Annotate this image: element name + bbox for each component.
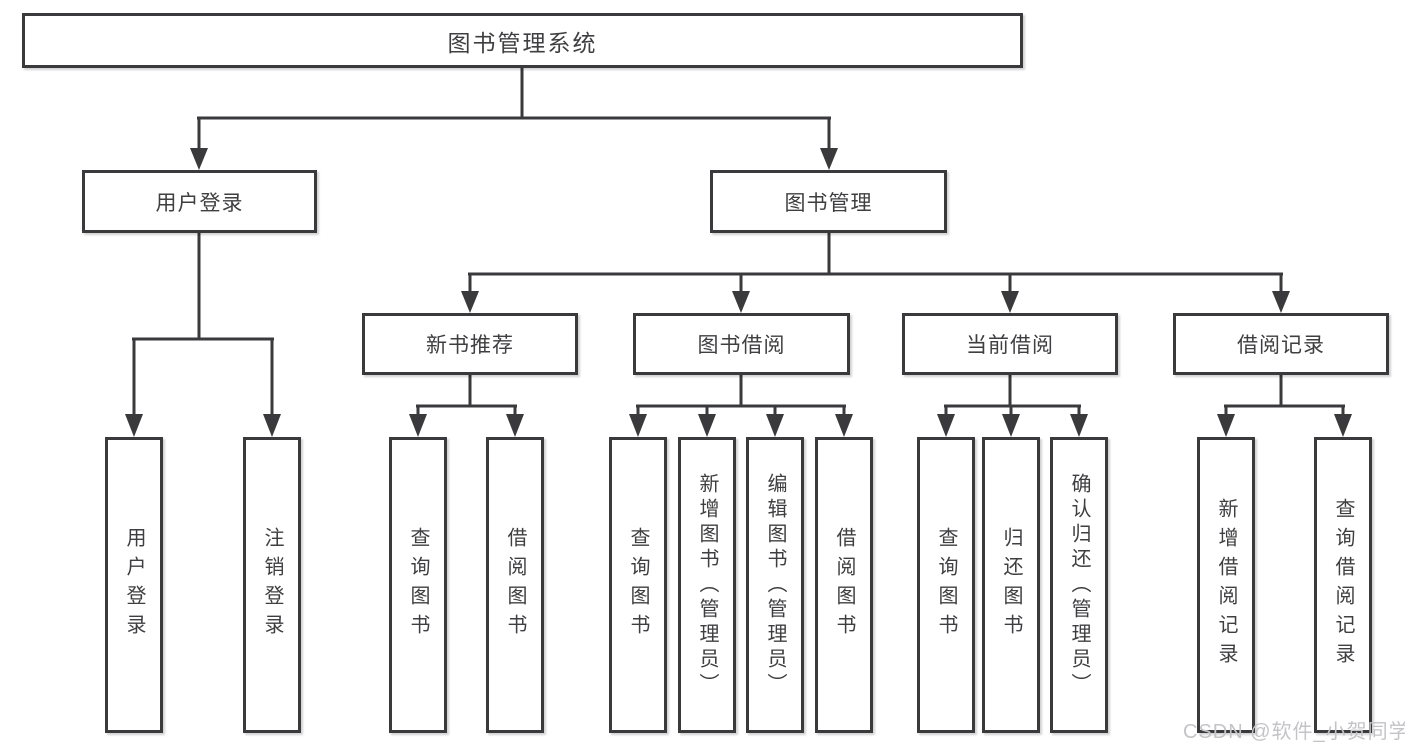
node-label: 查询图书 bbox=[407, 527, 429, 643]
node-label: 新增图书（管理员） bbox=[696, 472, 718, 698]
node-label: 编辑图书（管理员） bbox=[764, 472, 786, 698]
node-label: 查询图书 bbox=[935, 527, 957, 643]
node-label: 新增借阅记录 bbox=[1215, 498, 1237, 672]
node-user-login: 用户登录 bbox=[82, 170, 317, 233]
node-library-management-system: 图书管理系统 bbox=[22, 13, 1023, 68]
edge-current-borrow-to-leaves bbox=[937, 375, 1088, 437]
leaf-borrow-books-borrow: 借阅图书 bbox=[815, 437, 873, 733]
leaf-add-borrow-record: 新增借阅记录 bbox=[1197, 437, 1255, 733]
node-label: 确认归还（管理员） bbox=[1068, 472, 1090, 698]
leaf-query-books-newbook: 查询图书 bbox=[389, 437, 447, 733]
leaf-return-book: 归还图书 bbox=[982, 437, 1040, 733]
leaf-query-books-current: 查询图书 bbox=[917, 437, 975, 733]
node-label: 用户登录 bbox=[155, 191, 244, 215]
node-label: 图书管理系统 bbox=[447, 29, 598, 56]
node-label: 当前借阅 bbox=[966, 334, 1054, 357]
edge-borrow-record-to-leaves bbox=[1217, 375, 1352, 437]
node-book-borrowing: 图书借阅 bbox=[633, 313, 850, 375]
leaf-query-borrow-record: 查询借阅记录 bbox=[1314, 437, 1372, 733]
leaf-query-books-borrow: 查询图书 bbox=[609, 437, 667, 733]
edge-user-login-to-leaves bbox=[125, 233, 281, 437]
node-label: 查询借阅记录 bbox=[1332, 498, 1354, 672]
node-borrowing-records: 借阅记录 bbox=[1173, 313, 1389, 375]
leaf-logout: 注销登录 bbox=[243, 437, 301, 733]
leaf-confirm-return-admin: 确认归还（管理员） bbox=[1050, 437, 1108, 733]
node-label: 借阅图书 bbox=[504, 527, 526, 643]
edge-book-borrow-to-leaves bbox=[629, 375, 853, 437]
watermark: CSDN @软件_小贺同学 bbox=[1183, 721, 1405, 743]
node-label: 借阅图书 bbox=[833, 527, 855, 643]
node-book-management: 图书管理 bbox=[710, 170, 947, 233]
node-label: 新书推荐 bbox=[426, 334, 514, 357]
leaf-edit-book-admin: 编辑图书（管理员） bbox=[746, 437, 804, 733]
leaf-user-login: 用户登录 bbox=[105, 437, 163, 733]
node-label: 借阅记录 bbox=[1237, 334, 1325, 357]
node-label: 用户登录 bbox=[123, 527, 145, 643]
edge-book-management-to-level3 bbox=[461, 233, 1290, 313]
node-current-borrowing: 当前借阅 bbox=[902, 313, 1118, 375]
leaf-borrow-books-newbook: 借阅图书 bbox=[486, 437, 544, 733]
leaf-add-book-admin: 新增图书（管理员） bbox=[678, 437, 736, 733]
node-label: 归还图书 bbox=[1000, 527, 1022, 643]
node-label: 注销登录 bbox=[261, 527, 283, 643]
node-label: 图书管理 bbox=[784, 191, 873, 215]
edge-root-to-level2 bbox=[190, 68, 838, 170]
node-label: 查询图书 bbox=[627, 527, 649, 643]
node-new-book-recommendation: 新书推荐 bbox=[362, 313, 578, 375]
node-label: 图书借阅 bbox=[697, 334, 786, 357]
edge-new-book-to-leaves bbox=[409, 375, 524, 437]
